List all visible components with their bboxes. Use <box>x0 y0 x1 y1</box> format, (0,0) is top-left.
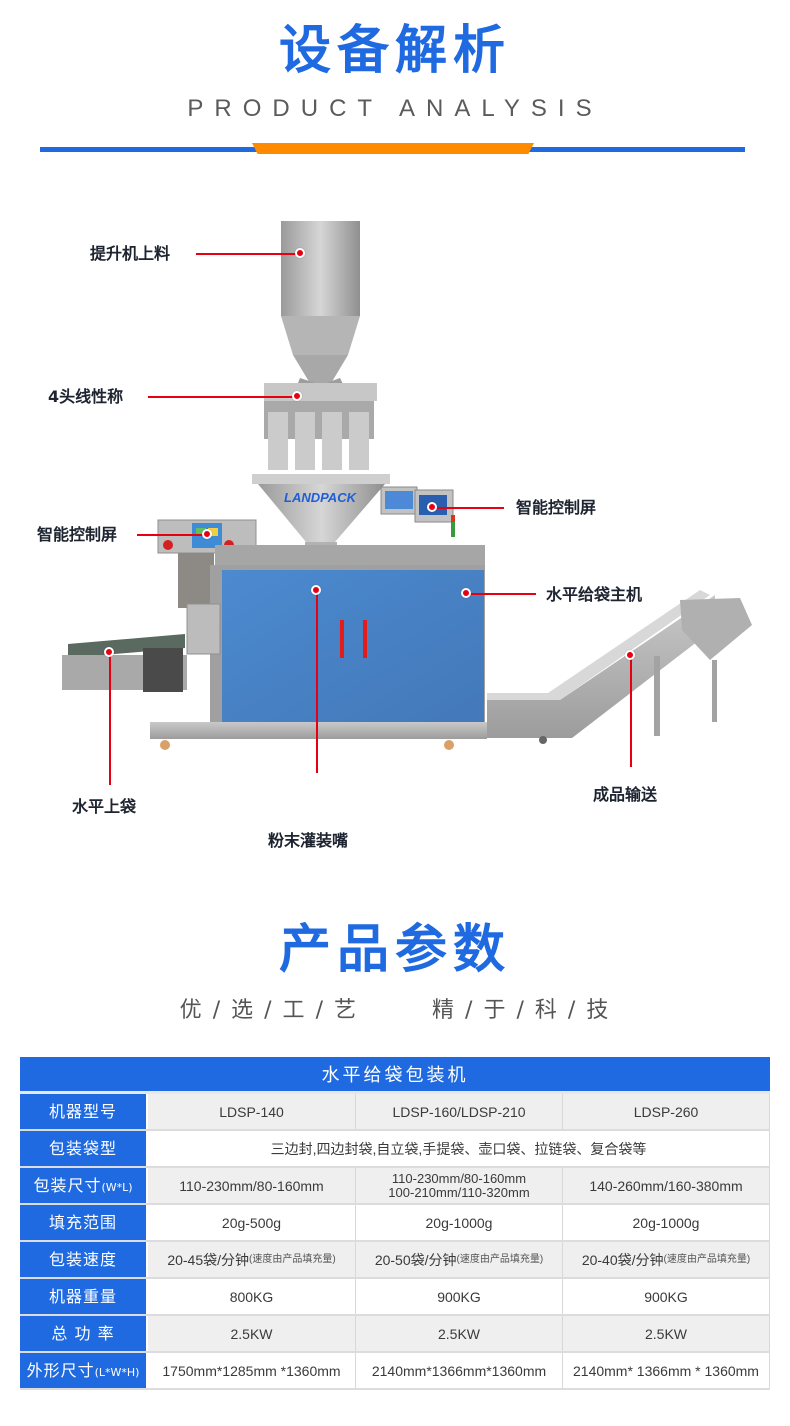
slogan-sep: / <box>212 998 223 1023</box>
table-cell: 三边封,四边封袋,自立袋,手提袋、壶口袋、拉链袋、复合袋等 <box>148 1131 770 1166</box>
table-cell: LDSP-160/LDSP-210 <box>356 1094 563 1129</box>
callout-dot-bag-feed <box>104 647 114 657</box>
slogan-sep: / <box>465 998 475 1023</box>
section-slogan: 优 / 选 / 工 / 艺 精 / 于 / 科 / 技 <box>0 996 790 1026</box>
section-subtitle-analysis: PRODUCT ANALYSIS <box>187 95 603 122</box>
table-cell: 900KG <box>563 1279 770 1314</box>
row-label: 总 功 率 <box>20 1316 148 1351</box>
table-row-model: 机器型号 LDSP-140 LDSP-160/LDSP-210 LDSP-260 <box>20 1094 770 1131</box>
table-cell: 1750mm*1285mm *1360mm <box>148 1353 356 1388</box>
slogan-char: 于 <box>483 998 508 1023</box>
callout-dot-main-machine <box>461 588 471 598</box>
slogan-char: 工 <box>282 998 307 1023</box>
callout-line-weigher <box>148 396 298 398</box>
table-row-bag-type: 包装袋型 三边封,四边封袋,自立袋,手提袋、壶口袋、拉链袋、复合袋等 <box>20 1131 770 1168</box>
section-title-params: 产品参数 <box>278 920 511 980</box>
callout-label-weigher: 4头线性称 <box>48 387 124 406</box>
slogan-sep: / <box>264 998 274 1023</box>
table-cell: 20-45袋/分钟(速度由产品填充量) <box>148 1242 356 1277</box>
callout-label-main-machine: 水平给袋主机 <box>546 585 643 604</box>
slogan-char: 选 <box>231 998 256 1023</box>
row-label: 包装袋型 <box>20 1131 148 1166</box>
callout-dot-control-screen-left <box>202 529 212 539</box>
callout-label-elevator: 提升机上料 <box>90 244 171 263</box>
section-title-analysis: 设备解析 <box>278 21 511 81</box>
row-label: 机器型号 <box>20 1094 148 1129</box>
table-cell: LDSP-260 <box>563 1094 770 1129</box>
table-row-dimensions: 外形尺寸(L*W*H) 1750mm*1285mm *1360mm 2140mm… <box>20 1353 770 1390</box>
row-label: 包装速度 <box>20 1242 148 1277</box>
machine-illustration: LANDPACK <box>62 221 752 750</box>
slogan-char: 科 <box>534 998 559 1023</box>
slogan-sep: / <box>567 998 578 1023</box>
table-cell: 2.5KW <box>356 1316 563 1351</box>
slogan-sep: / <box>516 998 526 1023</box>
table-cell: 2.5KW <box>563 1316 770 1351</box>
table-cell: 20-40袋/分钟(速度由产品填充量) <box>563 1242 770 1277</box>
table-cell: 2140mm*1366mm*1360mm <box>356 1353 563 1388</box>
spec-table-title: 水平给袋包装机 <box>20 1057 770 1094</box>
table-row-power: 总 功 率 2.5KW 2.5KW 2.5KW <box>20 1316 770 1353</box>
callout-dot-elevator <box>295 248 305 258</box>
table-cell: 110-230mm/80-160mm <box>148 1168 356 1203</box>
row-label: 机器重量 <box>20 1279 148 1314</box>
table-cell: 800KG <box>148 1279 356 1314</box>
callout-dot-weigher <box>292 391 302 401</box>
callout-label-conveyor: 成品输送 <box>593 785 658 804</box>
table-cell: 20g-500g <box>148 1205 356 1240</box>
table-row-fill-range: 填充范围 20g-500g 20g-1000g 20g-1000g <box>20 1205 770 1242</box>
slogan-char: 精 <box>432 998 457 1023</box>
callout-line-bag-feed <box>109 652 111 785</box>
table-cell: 900KG <box>356 1279 563 1314</box>
callout-line-filler <box>316 591 318 773</box>
callout-line-elevator <box>196 253 300 255</box>
callout-line-control-screen-left <box>137 534 207 536</box>
callout-line-conveyor <box>630 655 632 767</box>
slogan-char: 技 <box>586 998 611 1023</box>
callout-line-main-machine <box>466 593 536 595</box>
table-cell: 20g-1000g <box>356 1205 563 1240</box>
callout-label-filler: 粉末灌装嘴 <box>268 831 349 850</box>
table-cell: 2140mm* 1366mm * 1360mm <box>563 1353 770 1388</box>
table-cell: 110-230mm/80-160mm 100-210mm/110-320mm <box>356 1168 563 1203</box>
table-cell: 2.5KW <box>148 1316 356 1351</box>
callout-dot-conveyor <box>625 650 635 660</box>
row-label: 外形尺寸(L*W*H) <box>20 1353 148 1388</box>
table-row-weight: 机器重量 800KG 900KG 900KG <box>20 1279 770 1316</box>
callout-dot-filler <box>311 585 321 595</box>
table-row-bag-size: 包装尺寸(W*L) 110-230mm/80-160mm 110-230mm/8… <box>20 1168 770 1205</box>
row-label: 包装尺寸(W*L) <box>20 1168 148 1203</box>
callout-label-bag-feed: 水平上袋 <box>72 797 137 816</box>
table-cell: 20-50袋/分钟(速度由产品填充量) <box>356 1242 563 1277</box>
table-cell: LDSP-140 <box>148 1094 356 1129</box>
callout-dot-control-screen-right <box>427 502 437 512</box>
slogan-sep: / <box>315 998 325 1023</box>
spec-table: 水平给袋包装机 机器型号 LDSP-140 LDSP-160/LDSP-210 … <box>20 1057 770 1390</box>
table-cell: 140-260mm/160-380mm <box>563 1168 770 1203</box>
slogan-char: 艺 <box>333 998 358 1023</box>
slogan-char: 优 <box>179 998 204 1023</box>
row-label: 填充范围 <box>20 1205 148 1240</box>
svg-text:LANDPACK: LANDPACK <box>284 490 358 505</box>
callout-line-control-screen-right <box>432 507 504 509</box>
callout-label-control-screen-left: 智能控制屏 <box>37 525 118 544</box>
callout-label-control-screen-right: 智能控制屏 <box>516 498 597 517</box>
table-row-speed: 包装速度 20-45袋/分钟(速度由产品填充量) 20-50袋/分钟(速度由产品… <box>20 1242 770 1279</box>
table-cell: 20g-1000g <box>563 1205 770 1240</box>
title-divider-accent <box>252 143 534 154</box>
